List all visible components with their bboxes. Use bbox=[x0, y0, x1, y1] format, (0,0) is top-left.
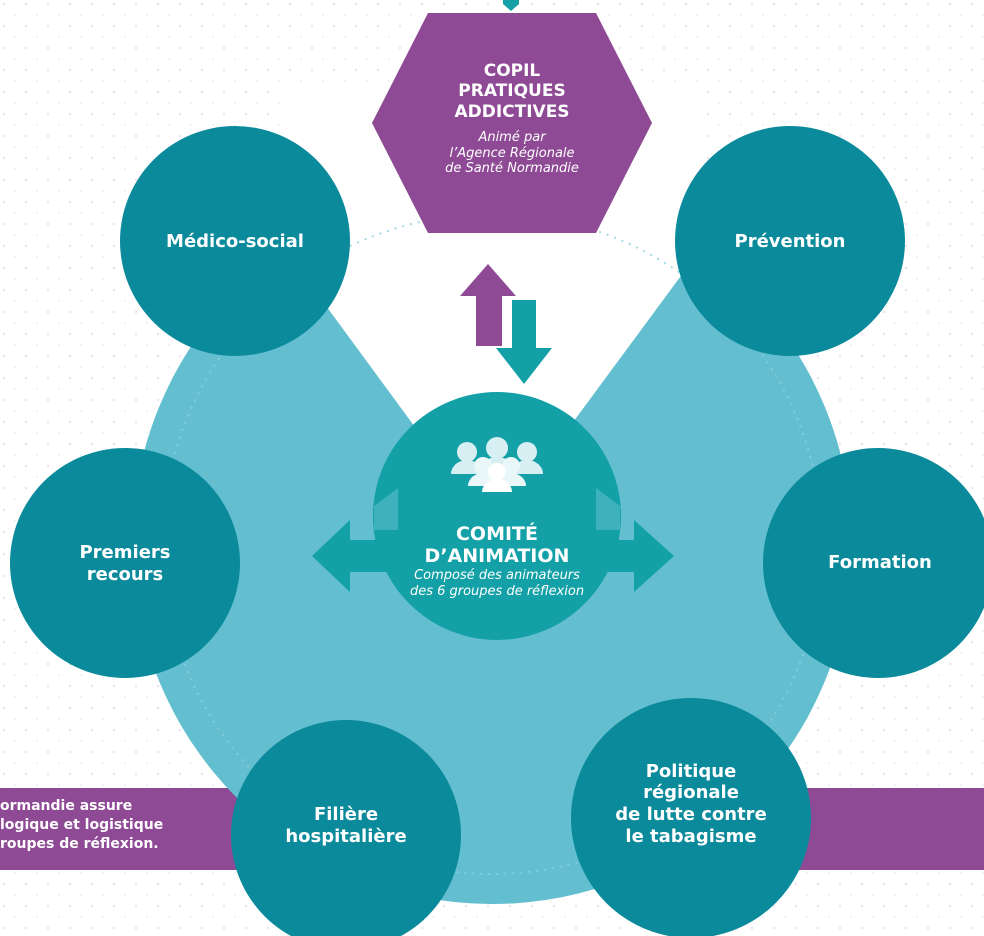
label-premiers-recours: Premiers recours bbox=[30, 536, 220, 592]
label-line: de lutte contre bbox=[615, 804, 767, 825]
label-line: Politique bbox=[645, 760, 737, 782]
label-prevention: Prévention bbox=[734, 231, 846, 253]
band-line: ormandie assure bbox=[0, 798, 133, 814]
circle-formation bbox=[763, 448, 984, 678]
people-group-icon bbox=[451, 437, 543, 492]
copil-subtitle-line: l’Agence Régionale bbox=[449, 145, 575, 161]
label-politique: Politique régionale de lutte contre le t… bbox=[596, 748, 786, 860]
circle-medico-social bbox=[120, 126, 350, 356]
circle-prevention bbox=[675, 126, 905, 356]
label-line: Filière bbox=[313, 804, 379, 826]
label-line: hospitalière bbox=[285, 826, 407, 847]
circle-premiers-recours bbox=[10, 448, 240, 678]
arrow-up bbox=[460, 264, 516, 346]
arrow-right-overlay bbox=[596, 488, 620, 530]
label-line: régionale bbox=[643, 782, 739, 804]
band-text: ormandie assure logique et logistique ro… bbox=[0, 797, 163, 854]
comite-subtitle-line: Composé des animateurs bbox=[414, 568, 580, 584]
label-filiere: Filière hospitalière bbox=[256, 798, 436, 854]
copil-title-line: ADDICTIVES bbox=[454, 101, 570, 122]
copil-title-line: COPIL bbox=[483, 61, 541, 82]
label-line: Premiers bbox=[79, 542, 171, 564]
band-line: roupes de réflexion. bbox=[0, 836, 159, 852]
comite-subtitle-line: des 6 groupes de réflexion bbox=[409, 583, 585, 599]
circle-politique-tabagisme bbox=[571, 698, 811, 936]
band-line: logique et logistique bbox=[0, 817, 164, 833]
label-line: recours bbox=[86, 564, 164, 585]
top-connector-arrow bbox=[503, 0, 519, 11]
copil-subtitle-line: Animé par bbox=[478, 130, 546, 146]
copil-title-line: PRATIQUES bbox=[458, 81, 566, 102]
center-circle bbox=[373, 392, 621, 640]
copil-hexagon bbox=[372, 13, 652, 233]
comite-title-line: COMITÉ bbox=[455, 522, 538, 545]
comite-label: COMITÉ D’ANIMATION Composé des animateur… bbox=[397, 506, 597, 616]
copil-label: COPIL PRATIQUES ADDICTIVES Animé par l’A… bbox=[402, 24, 622, 214]
label-line: le tabagisme bbox=[625, 825, 757, 847]
label-formation: Formation bbox=[828, 552, 932, 574]
arrow-left-overlay bbox=[374, 488, 398, 530]
copil-subtitle-line: de Santé Normandie bbox=[445, 161, 579, 177]
comite-title-line: D’ANIMATION bbox=[424, 545, 570, 568]
label-medico-social: Médico-social bbox=[166, 231, 304, 253]
circle-filiere-hospitaliere bbox=[231, 720, 461, 936]
arrow-down bbox=[496, 300, 552, 384]
